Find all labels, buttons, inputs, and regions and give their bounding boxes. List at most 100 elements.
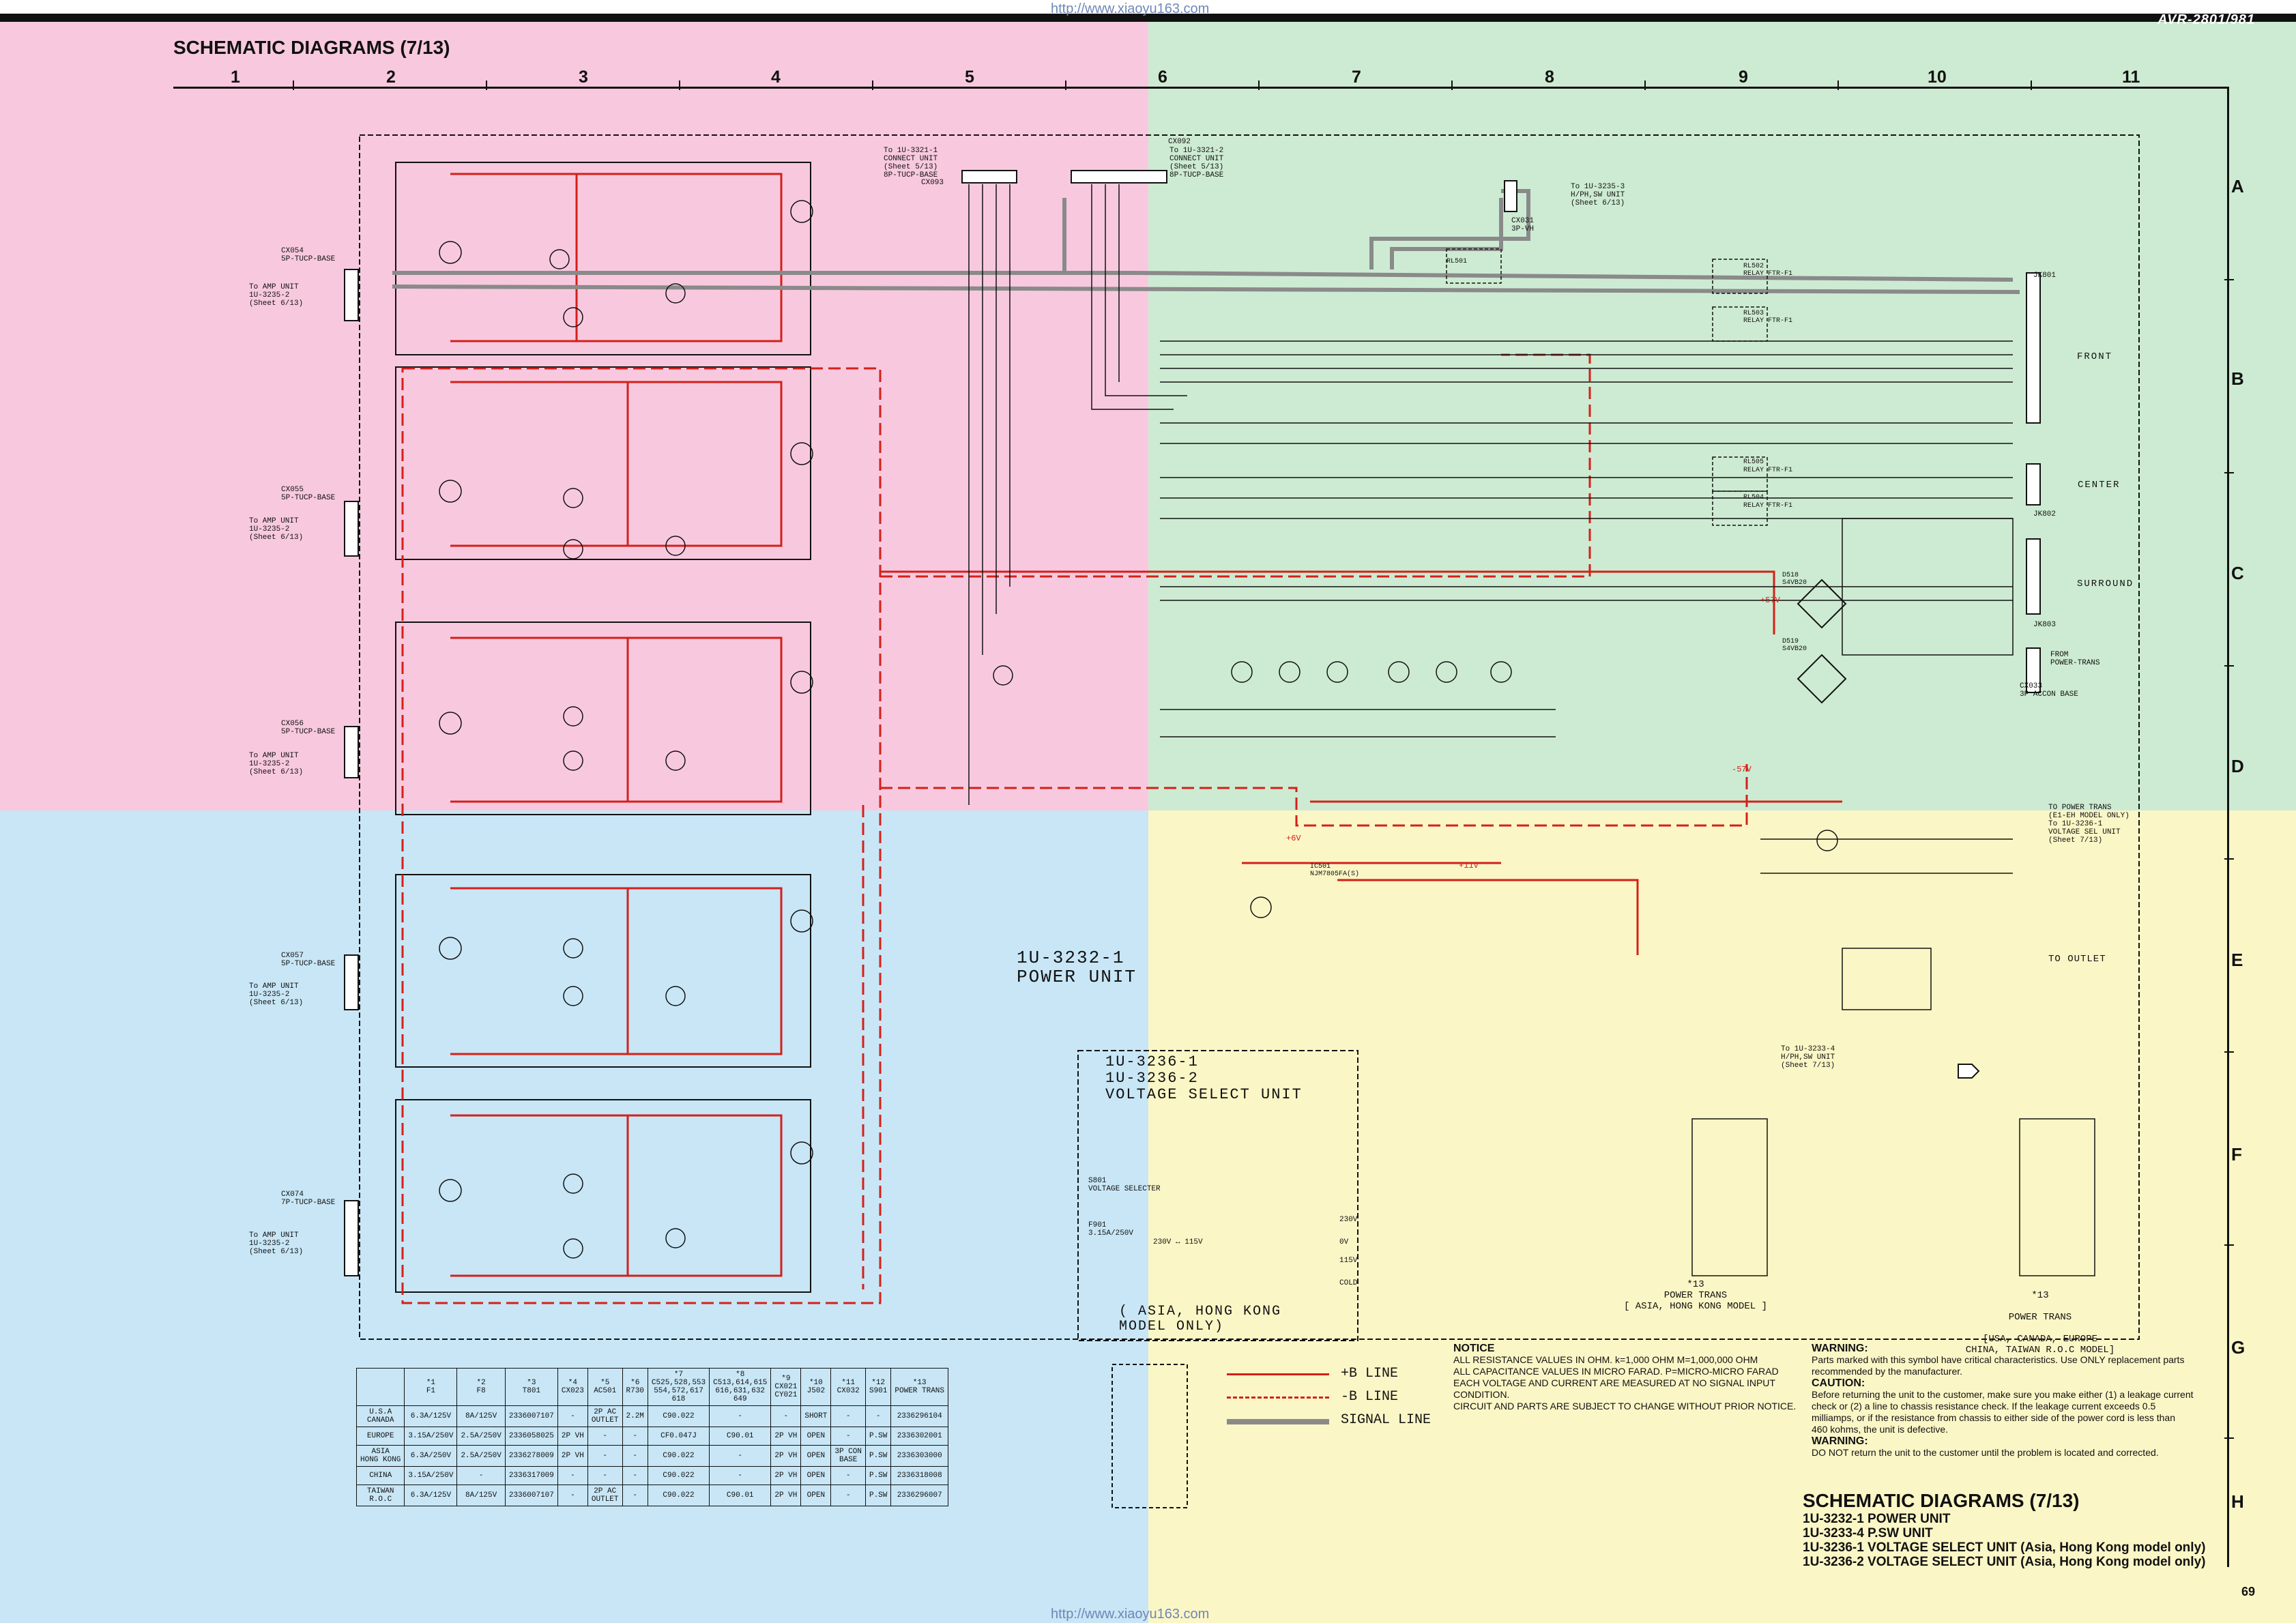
table-cell: P.SW: [864, 1445, 892, 1467]
table-cell: -: [830, 1485, 866, 1506]
table-cell: 3P CON BASE: [830, 1445, 866, 1467]
cx033-type: 3P ACCON BASE: [2020, 690, 2078, 699]
table-cell: 2336296007: [890, 1485, 949, 1506]
cx033-label-1: FROM: [2050, 651, 2069, 659]
grid-row-d: D: [2231, 756, 2244, 776]
quadrant-bottom-right: [1148, 810, 2296, 1623]
cx055-to-2: 1U-3235-2: [249, 525, 290, 533]
table-header-cell: *13 POWER TRANS: [890, 1368, 949, 1406]
voltage-plus57: +57V: [1760, 596, 1780, 605]
grid-ruler-right: [2227, 87, 2229, 1567]
voltage-230v: 230V: [1339, 1216, 1358, 1224]
wiring: [968, 184, 2014, 874]
table-cell: U.S.A CANADA: [355, 1405, 405, 1427]
trans1-note: [ ASIA, HONG KONG MODEL ]: [1623, 1301, 1768, 1312]
cx054-to-1: To AMP UNIT: [249, 283, 299, 291]
table-header-cell: *10 J502: [800, 1368, 832, 1406]
vsu-note-1: ( ASIA, HONG KONG: [1119, 1304, 1282, 1319]
table-cell: 2P VH: [770, 1445, 802, 1467]
cx054-id: CX054: [281, 247, 304, 255]
relay-label-2: RELAY FTR-F1: [1743, 317, 1793, 325]
cx056-to-3: (Sheet 6/13): [249, 768, 304, 776]
voltage-cold: COLD: [1339, 1279, 1358, 1287]
cx074-to-3: (Sheet 6/13): [249, 1248, 304, 1256]
trans1-ref: *13: [1687, 1279, 1704, 1290]
grid-col-11: 11: [2122, 68, 2140, 87]
cx092-to-2: CONNECT UNIT: [1169, 155, 1224, 163]
table-cell: -: [709, 1405, 772, 1427]
table-header-cell: *7 C525,528,553 554,572,617 618: [647, 1368, 710, 1406]
table-cell: OPEN: [800, 1485, 832, 1506]
d518-part: S4VB20: [1782, 579, 1807, 587]
d519-id: D519: [1782, 638, 1799, 645]
table-header-row: *1 F1 *2 F8 *3 T801 *4 CX023 *5 AC501 *6…: [355, 1368, 949, 1406]
bottom-title-line: 1U-3236-2 VOLTAGE SELECT UNIT (Asia, Hon…: [1803, 1555, 2206, 1569]
table-cell: -: [557, 1405, 588, 1427]
table-cell: 2P VH: [557, 1427, 588, 1446]
table-cell: 2336058025: [504, 1427, 558, 1446]
grid-ruler-top: [173, 87, 2227, 89]
grid-col-9: 9: [1739, 68, 1748, 87]
table-cell: 2336007107: [504, 1405, 558, 1427]
notice-line: ALL RESISTANCE VALUES IN OHM. k=1,000 OH…: [1453, 1354, 1758, 1365]
grid-col-10: 10: [1928, 68, 1947, 87]
voltage-minus57: -57V: [1732, 765, 1752, 774]
cx041-label: TO OUTLET: [2048, 954, 2106, 965]
table-header-cell: [355, 1368, 405, 1406]
header-bar: [0, 14, 2296, 22]
table-cell: 2.2M: [622, 1405, 648, 1427]
bottom-title-block: SCHEMATIC DIAGRAMS (7/13) 1U-3232-1 POWE…: [1803, 1490, 2205, 1569]
cx031-to-2: H/PH,SW UNIT: [1571, 191, 1625, 199]
table-cell: -: [830, 1405, 866, 1427]
legend-signal-line: [1227, 1419, 1329, 1424]
notice-line: ALL CAPACITANCE VALUES IN MICRO FARAD. P…: [1453, 1366, 1779, 1377]
table-cell: OPEN: [800, 1445, 832, 1467]
transistor-symbols: [439, 200, 1838, 1259]
cx092-to-3: (Sheet 5/13): [1169, 163, 1224, 171]
cx092-to-1: To 1U-3321-2: [1169, 147, 1224, 155]
table-cell: 2336318008: [890, 1466, 949, 1485]
warning-1-text: Parts marked with this symbol have criti…: [1812, 1354, 2185, 1377]
top-connector-shapes: [961, 170, 1517, 212]
table-cell: 2P VH: [557, 1445, 588, 1467]
trans1-label: POWER TRANS: [1663, 1290, 1728, 1301]
cx057-to-1: To AMP UNIT: [249, 982, 299, 991]
cx054-type: 5P-TUCP-BASE: [281, 255, 336, 263]
cx031-id: CX031: [1511, 217, 1535, 225]
table-cell: 3.15A/250V: [404, 1466, 458, 1485]
cx074-to-1: To AMP UNIT: [249, 1231, 299, 1240]
relay-rl502: RL502: [1743, 263, 1764, 270]
transformer-symbols: [1691, 948, 2095, 1276]
amp-channel-blocks: [395, 162, 811, 1293]
center-label: CENTER: [2078, 480, 2121, 491]
table-cell: CF0.047J: [647, 1427, 710, 1446]
watermark-bottom: http://www.xiaoyu163.com: [1051, 1607, 1210, 1622]
trans2-ref: *13: [2031, 1290, 2049, 1301]
grid-col-7: 7: [1352, 68, 1361, 87]
table-header-cell: *4 CX023: [557, 1368, 588, 1406]
signal-lines: [392, 189, 2020, 294]
caution-title: CAUTION:: [1812, 1377, 1865, 1389]
front-label: FRONT: [2077, 351, 2113, 362]
table-cell: 3.15A/250V: [404, 1427, 458, 1446]
grid-col-2: 2: [386, 68, 396, 87]
grid-row-h: H: [2231, 1491, 2244, 1512]
table-cell: C90.022: [647, 1445, 710, 1467]
cx093-to-2: CONNECT UNIT: [884, 155, 938, 163]
table-header-cell: *12 S901: [864, 1368, 892, 1406]
table-cell: C90.022: [647, 1485, 710, 1506]
notice-line: CIRCUIT AND PARTS ARE SUBJECT TO CHANGE …: [1453, 1401, 1797, 1412]
relay-rl503: RL503: [1743, 310, 1764, 317]
table-cell: 2336302001: [890, 1427, 949, 1446]
cx056-to-1: To AMP UNIT: [249, 752, 299, 760]
bottom-title-line: 1U-3233-4 P.SW UNIT: [1803, 1526, 1933, 1540]
cx055-to-1: To AMP UNIT: [249, 517, 299, 525]
ac-plug-icon: [1958, 1064, 1980, 1079]
cx031-to-1: To 1U-3235-3: [1571, 183, 1625, 191]
ic501-id: IC501: [1310, 863, 1331, 871]
table-cell: 2336296104: [890, 1405, 949, 1427]
b-plus-main: [880, 570, 1842, 955]
grid-row-c: C: [2231, 563, 2244, 583]
table-cell: C90.01: [709, 1485, 772, 1506]
